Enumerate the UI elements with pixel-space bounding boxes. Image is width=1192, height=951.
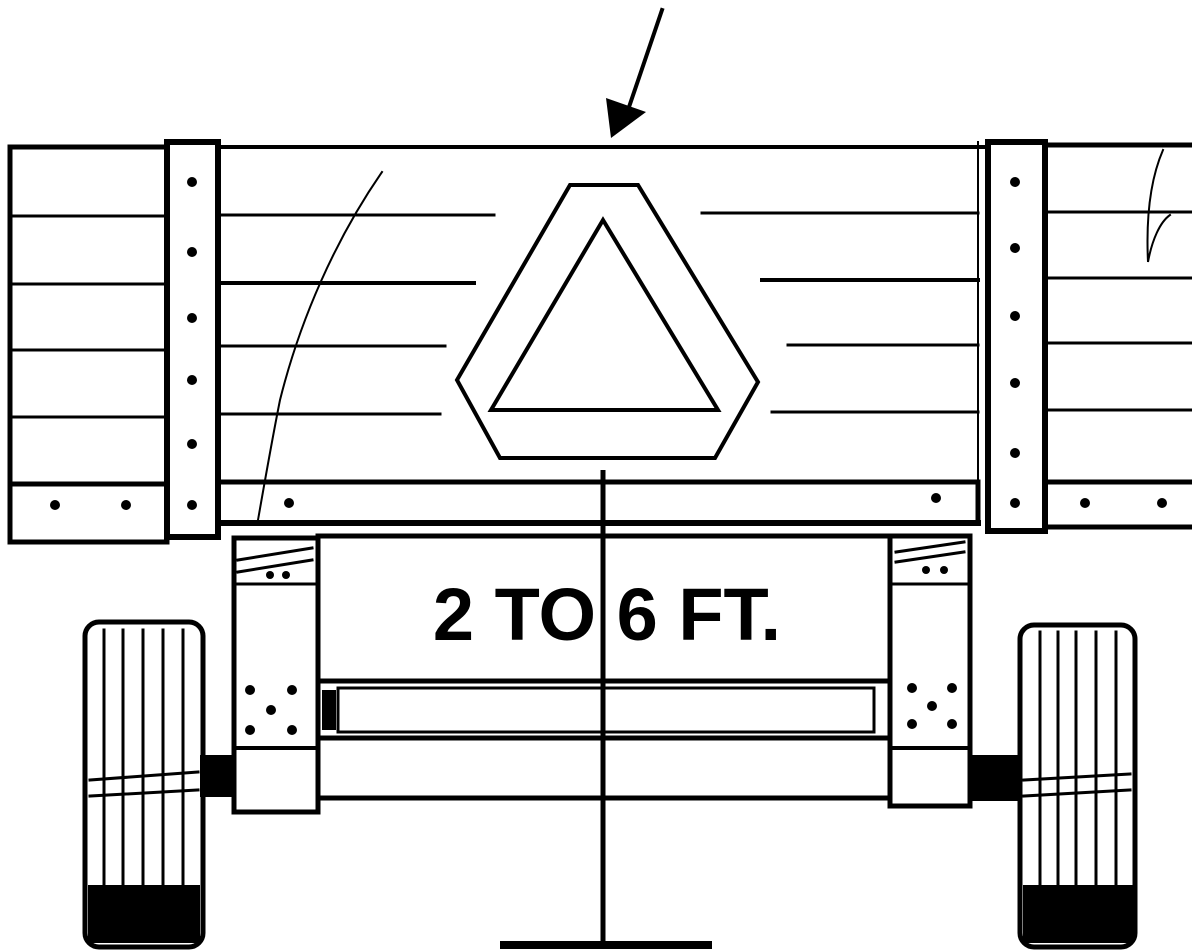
wood-grain-marks	[256, 148, 1172, 522]
right-side-rack	[1042, 142, 1192, 530]
right-post	[977, 139, 1048, 534]
bolts	[50, 177, 1167, 510]
height-dimension-line	[500, 470, 712, 949]
left-frame-bracket	[231, 535, 321, 815]
left-wheel	[82, 619, 234, 950]
left-post	[164, 139, 221, 540]
slow-moving-vehicle-triangle-icon	[454, 183, 761, 460]
mounting-height-label: 2 TO 6 FT.	[433, 573, 781, 656]
pointer-arrow	[606, 7, 665, 138]
rear-panel	[215, 145, 990, 526]
right-wheel	[970, 622, 1138, 950]
right-frame-bracket	[887, 533, 973, 809]
left-side-rack	[7, 144, 170, 545]
